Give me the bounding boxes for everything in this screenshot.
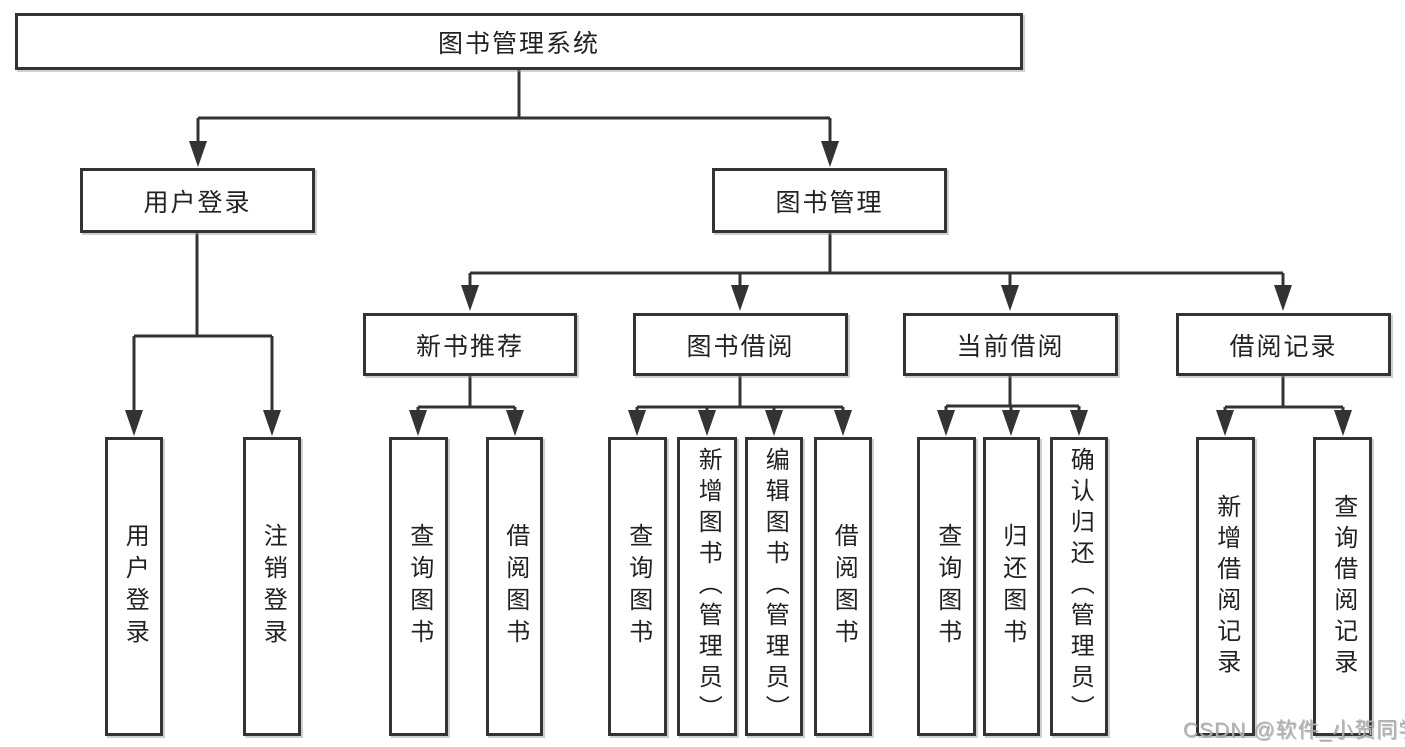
node-book-borrow-label: 图书借阅: [686, 332, 795, 361]
leaf-query-book-1-label: 查询图书: [405, 522, 433, 651]
node-current-borrow-label: 当前借阅: [956, 332, 1065, 361]
leaf-query-book-3: 查询图书: [917, 437, 976, 736]
leaf-logout-label: 注销登录: [259, 522, 287, 651]
leaf-query-book-3-label: 查询图书: [933, 522, 961, 651]
node-new-book-rec-label: 新书推荐: [415, 332, 524, 361]
leaf-query-book-2: 查询图书: [608, 437, 667, 736]
leaf-edit-book-admin: 编辑图书（管理员）: [745, 437, 803, 736]
arrowhead: [461, 285, 479, 311]
leaf-edit-book-admin-label: 编辑图书（管理员）: [761, 447, 789, 726]
leaf-add-book-admin-label: 新增图书（管理员）: [694, 447, 722, 726]
node-root-label: 图书管理系统: [437, 29, 600, 58]
arrowhead: [125, 410, 143, 436]
arrowhead: [263, 410, 281, 436]
leaf-query-borrow-record-label: 查询借阅记录: [1329, 493, 1357, 680]
node-new-book-rec: 新书推荐: [363, 313, 577, 376]
node-root: 图书管理系统: [15, 13, 1023, 70]
arrowhead: [1070, 410, 1088, 436]
leaf-logout: 注销登录: [243, 437, 301, 736]
node-borrow-records-label: 借阅记录: [1229, 332, 1338, 361]
arrowhead: [937, 410, 955, 436]
arrowhead: [189, 141, 207, 167]
leaf-add-borrow-record-label: 新增借阅记录: [1212, 493, 1240, 680]
arrowhead: [1216, 410, 1234, 436]
arrowhead: [1334, 410, 1352, 436]
node-book-borrow: 图书借阅: [633, 313, 848, 376]
leaf-query-book-1: 查询图书: [389, 437, 448, 736]
arrowhead: [731, 285, 749, 311]
node-book-mgmt-label: 图书管理: [775, 188, 884, 217]
leaf-return-book: 归还图书: [983, 437, 1040, 736]
leaf-confirm-return-admin-label: 确认归还（管理员）: [1066, 447, 1094, 726]
node-user-login-label: 用户登录: [143, 188, 252, 217]
arrowhead: [506, 410, 524, 436]
arrowhead: [834, 410, 852, 436]
leaf-borrow-book-1-label: 借阅图书: [501, 522, 529, 651]
arrowhead: [1002, 410, 1020, 436]
leaf-query-borrow-record: 查询借阅记录: [1313, 437, 1372, 736]
node-borrow-records: 借阅记录: [1176, 313, 1391, 376]
leaf-query-book-2-label: 查询图书: [624, 522, 652, 651]
leaf-user-login: 用户登录: [105, 437, 163, 736]
leaf-borrow-book-2: 借阅图书: [814, 437, 872, 736]
leaf-add-borrow-record: 新增借阅记录: [1196, 437, 1255, 736]
arrowhead: [765, 410, 783, 436]
leaf-user-login-label: 用户登录: [121, 522, 149, 651]
arrowhead: [821, 141, 839, 167]
leaf-confirm-return-admin: 确认归还（管理员）: [1050, 437, 1108, 736]
leaf-borrow-book-1: 借阅图书: [486, 437, 543, 736]
arrowhead: [409, 410, 427, 436]
node-book-mgmt: 图书管理: [712, 168, 947, 233]
arrowhead: [1274, 285, 1292, 311]
arrowhead: [698, 410, 716, 436]
node-current-borrow: 当前借阅: [903, 313, 1118, 376]
arrowhead: [1001, 285, 1019, 311]
arrowhead: [628, 410, 646, 436]
leaf-return-book-label: 归还图书: [998, 522, 1026, 651]
leaf-add-book-admin: 新增图书（管理员）: [677, 437, 737, 736]
node-user-login: 用户登录: [80, 168, 315, 233]
leaf-borrow-book-2-label: 借阅图书: [830, 522, 858, 651]
watermark: CSDN @软件_小贺同学: [1183, 719, 1405, 742]
